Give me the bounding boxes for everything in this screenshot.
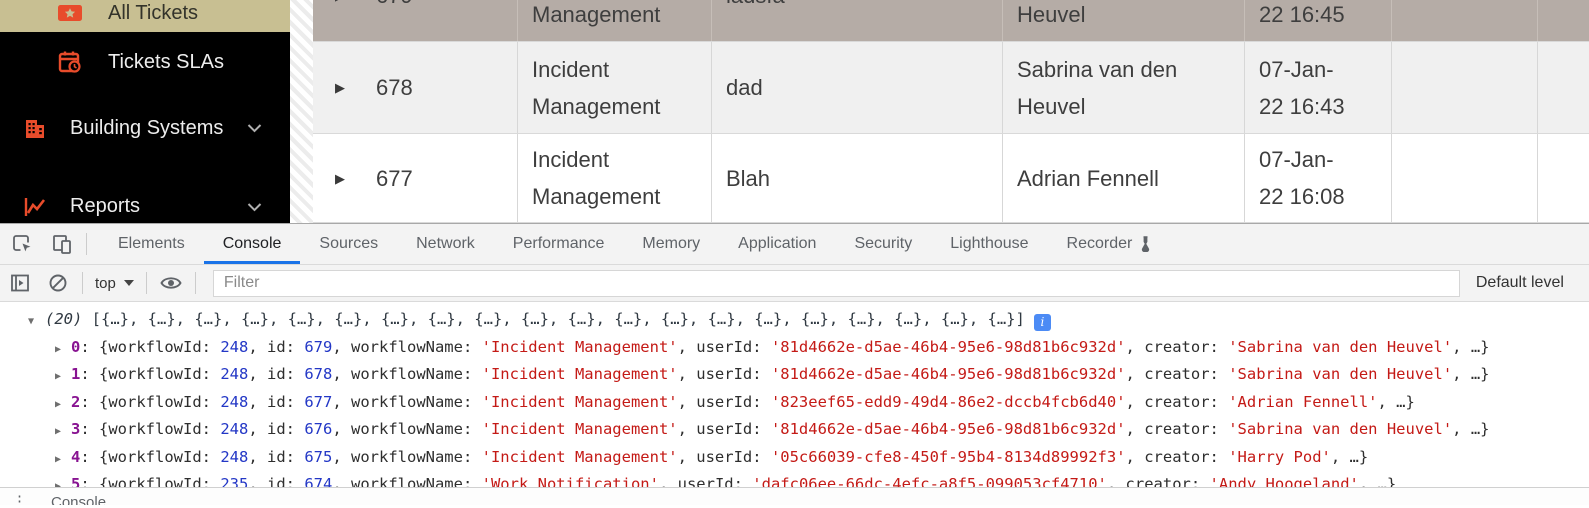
chevron-down-icon[interactable] [247,124,262,133]
sidebar-item-label: Building Systems [70,116,224,139]
sidebar-item-all-tickets[interactable]: All Tickets [0,0,290,32]
ticket-icon [57,2,83,24]
console-sidebar-icon[interactable] [8,271,32,295]
ticket-id-cell: 679 [363,0,518,41]
row-expand-icon[interactable]: ▶ [335,170,345,186]
log-level-selector[interactable]: Default level [1475,274,1564,291]
tab-recorder[interactable]: Recorder [1048,224,1172,264]
date-cell: 07-Jan-22 16:45 [1245,0,1392,41]
ticket-id-cell: 677 [363,134,518,222]
description-cell: ladsfa [712,0,1003,41]
chevron-down-icon[interactable] [247,202,262,211]
devtools-tabbar: Elements Console Sources Network Perform… [0,224,1589,265]
table-row[interactable]: ▶ 677 Incident Management Blah Adrian Fe… [313,134,1589,223]
devtools-drawer-tabbar: ⋮ Console [0,488,1589,505]
calendar-clock-icon [57,49,83,75]
console-array-entry: ▶0: {workflowId: 248, id: 679, workflowN… [0,335,1589,363]
description-cell: Blah [712,134,1003,222]
table-row[interactable]: ▶ 679 Incident Management ladsfa Sabrina… [313,0,1589,42]
console-array-entry: ▶5: {workflowId: 235, id: 674, workflowN… [0,472,1589,488]
workflow-cell: Incident Management [518,134,712,222]
expand-arrow-icon[interactable]: ▶ [55,426,62,437]
tab-memory[interactable]: Memory [642,235,701,252]
workflow-cell: Incident Management [518,42,712,133]
console-array-entry: ▶2: {workflowId: 248, id: 677, workflowN… [0,390,1589,418]
tab-security[interactable]: Security [854,235,913,252]
tab-elements[interactable]: Elements [118,235,185,252]
sidebar-item-building-systems[interactable]: Building Systems [0,108,290,148]
divider [86,233,87,255]
tab-performance[interactable]: Performance [512,235,605,252]
info-icon[interactable]: i [1033,314,1051,331]
execution-context-selector[interactable]: top [95,275,134,292]
creator-cell: Sabrina van den Heuvel [1003,0,1245,41]
table-row[interactable]: ▶ 678 Incident Management dad Sabrina va… [313,42,1589,134]
console-output: ▼(20) [{…}, {…}, {…}, {…}, {…}, {…}, {…}… [0,302,1589,488]
drawer-menu-icon[interactable]: ⋮ [12,493,27,505]
drawer-tab-console[interactable]: Console [51,494,107,505]
divider [82,272,83,294]
expand-arrow-icon[interactable]: ▶ [55,371,62,382]
sidebar-item-label: Reports [70,195,141,217]
expand-arrow-icon[interactable]: ▶ [55,343,62,355]
tab-lighthouse[interactable]: Lighthouse [950,235,1029,252]
empty-cell [1392,42,1538,133]
description-cell: dad [712,42,1003,133]
empty-cell [1538,0,1589,41]
building-icon [22,116,48,140]
line-chart-icon [22,195,48,219]
tab-network[interactable]: Network [416,235,475,252]
tab-application[interactable]: Application [738,235,817,252]
device-toolbar-icon[interactable] [50,232,74,256]
expand-arrow-icon[interactable]: ▶ [55,398,62,410]
row-expand-icon[interactable]: ▶ [335,0,345,14]
live-expression-eye-icon[interactable] [159,271,183,295]
ticket-id-cell: 678 [363,42,518,133]
dropdown-caret-icon [123,280,134,286]
expand-arrow-icon[interactable]: ▶ [55,453,62,465]
sidebar-item-reports[interactable]: Reports [0,184,290,223]
console-array-entry: ▶3: {workflowId: 248, id: 676, workflowN… [0,417,1589,445]
divider [194,272,196,294]
creator-cell: Adrian Fennell [1003,134,1245,222]
console-filter-input[interactable] [212,269,1460,297]
empty-cell [1392,0,1538,41]
devtools-panel: Elements Console Sources Network Perform… [0,223,1589,508]
empty-cell [1538,42,1589,133]
ticket-app-region: All Tickets Tickets SLAs Building System… [0,0,1589,223]
sidebar-item-tickets-slas[interactable]: Tickets SLAs [0,42,290,82]
empty-cell [1392,134,1538,222]
workflow-cell: Incident Management [518,0,712,41]
experiment-flask-icon [1139,236,1152,252]
sidebar-item-label: Tickets SLAs [108,50,224,73]
collapse-arrow-icon[interactable]: ▼ [28,316,35,327]
expand-arrow-icon[interactable]: ▶ [55,481,62,488]
console-array-entry: ▶1: {workflowId: 248, id: 678, workflowN… [0,362,1589,390]
app-sidebar: All Tickets Tickets SLAs Building System… [0,0,290,223]
date-cell: 07-Jan-22 16:43 [1245,42,1392,133]
sidebar-item-label: All Tickets [108,1,199,24]
creator-cell: Sabrina van den Heuvel [1003,42,1245,133]
row-expand-icon[interactable]: ▶ [335,80,345,95]
empty-cell [1538,134,1589,222]
tab-console[interactable]: Console [203,224,301,264]
tab-sources[interactable]: Sources [319,235,379,252]
date-cell: 07-Jan-22 16:08 [1245,134,1392,222]
divider [145,272,147,294]
clear-console-icon[interactable] [46,271,70,295]
tickets-table: ▶ 679 Incident Management ladsfa Sabrina… [313,0,1589,223]
console-toolbar: top Default level [0,265,1589,302]
console-array-entry: ▶4: {workflowId: 248, id: 675, workflowN… [0,445,1589,473]
loading-stripe-gap [290,0,313,223]
inspect-element-icon[interactable] [10,232,34,256]
console-array-summary: ▼(20) [{…}, {…}, {…}, {…}, {…}, {…}, {…}… [0,307,1589,335]
